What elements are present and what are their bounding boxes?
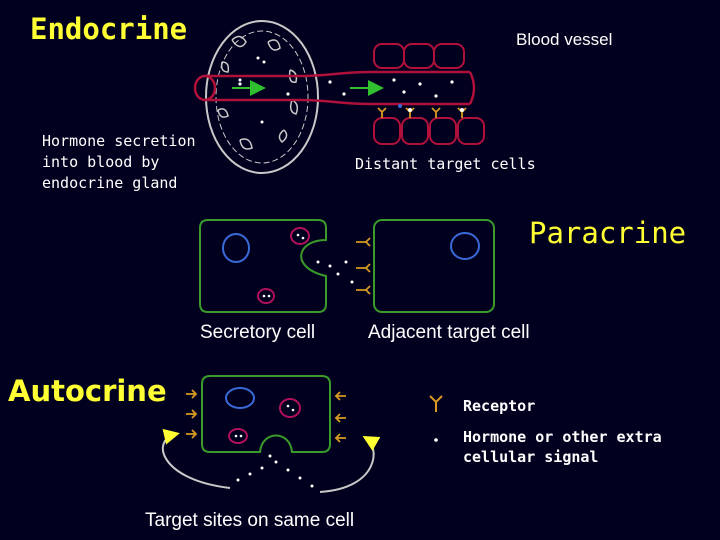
hormone-secretion-label: Hormone secretion into blood by endocrin… <box>42 132 196 192</box>
receptor-icon <box>429 395 443 412</box>
legend-receptor-label: Receptor <box>463 397 536 415</box>
paracrine-target-cell <box>356 219 495 313</box>
distant-target-cells-label: Distant target cells <box>355 155 536 173</box>
autocrine-cell <box>161 375 381 493</box>
legend-hormone-label: Hormone or other extra cellular signal <box>463 428 662 466</box>
target-sites-label: Target sites on same cell <box>145 510 355 531</box>
endocrine-gland <box>205 20 319 174</box>
autocrine-title: Autocrine <box>8 374 167 408</box>
endocrine-title: Endocrine <box>30 12 188 46</box>
adjacent-target-cell-label: Adjacent target cell <box>368 322 530 343</box>
paracrine-secretory-cell <box>199 219 354 313</box>
blood-vessel-label: Blood vessel <box>516 30 613 49</box>
hormone-icon <box>434 438 438 442</box>
paracrine-title: Paracrine <box>529 216 687 250</box>
blood-vessel <box>193 43 485 145</box>
secretory-cell-label: Secretory cell <box>200 322 316 343</box>
